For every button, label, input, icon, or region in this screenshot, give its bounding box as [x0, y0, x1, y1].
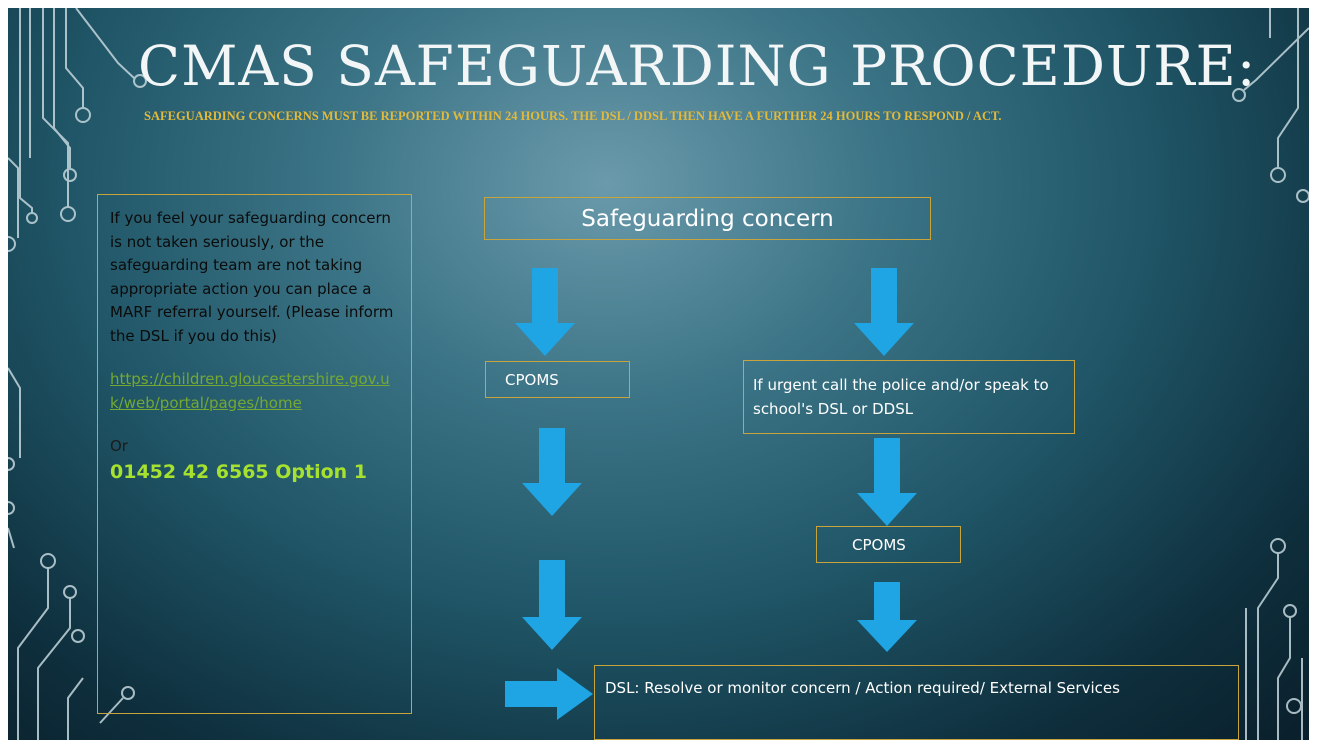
- circuit-decoration: [8, 8, 1309, 740]
- cpoms-step-box-2: CPOMS: [816, 526, 961, 563]
- phone-number: 01452 42 6565 Option 1: [110, 460, 368, 483]
- down-arrow-icon: [854, 268, 914, 356]
- slide: CMAS SAFEGUARDING PROCEDURE: SAFEGUARDIN…: [8, 8, 1309, 740]
- flow-end-box: DSL: Resolve or monitor concern / Action…: [594, 665, 1239, 740]
- down-arrow-icon: [515, 268, 575, 356]
- escalation-info-box: If you feel your safeguarding concern is…: [97, 194, 412, 714]
- marf-portal-link[interactable]: https://children.gloucestershire.gov.uk/…: [110, 370, 390, 412]
- page-title: CMAS SAFEGUARDING PROCEDURE:: [138, 34, 1257, 98]
- down-arrow-icon: [857, 438, 917, 526]
- escalation-text: If you feel your safeguarding concern is…: [110, 209, 394, 345]
- urgent-step-box: If urgent call the police and/or speak t…: [743, 360, 1075, 434]
- down-arrow-icon: [857, 582, 917, 652]
- down-arrow-icon: [522, 428, 582, 516]
- or-label: Or: [110, 437, 128, 455]
- subtitle: SAFEGUARDING CONCERNS MUST BE REPORTED W…: [144, 109, 1002, 123]
- flow-start-box: Safeguarding concern: [484, 197, 931, 240]
- right-arrow-icon: [505, 668, 593, 720]
- down-arrow-icon: [522, 560, 582, 650]
- cpoms-step-box: CPOMS: [485, 361, 630, 398]
